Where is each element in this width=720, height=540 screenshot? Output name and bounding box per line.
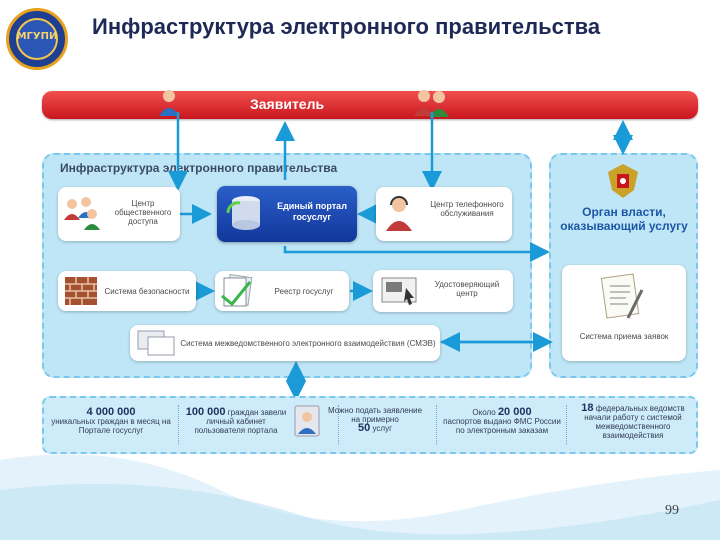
stat-text: федеральных ведомств начали работу с сис…: [584, 404, 685, 440]
university-logo: МГУПИ: [6, 8, 68, 70]
stat-suffix: услуг: [372, 424, 392, 433]
portal-label: Единый портал госуслуг: [277, 201, 347, 222]
stat-personal-accounts: 100 000 граждан завели личный кабинет по…: [184, 406, 288, 436]
stat-passports: Около 20 000 паспортов выдано ФМС России…: [442, 406, 562, 436]
monitor-icon: [137, 330, 175, 356]
public-access-center-card[interactable]: [58, 187, 180, 241]
logo-text: МГУПИ: [16, 31, 58, 42]
stats-divider: [566, 405, 567, 445]
infrastructure-title: Инфраструктура электронного правительств…: [60, 161, 338, 175]
certifying-center-label: Удостоверяющий центр: [434, 280, 500, 298]
stats-divider: [178, 405, 179, 445]
operator-icon: [386, 196, 412, 231]
stat-text: граждан завели личный кабинет пользовате…: [194, 408, 287, 435]
intake-system-label: Система приема заявок: [579, 332, 669, 341]
applicant-group-icon: [414, 90, 449, 117]
stat-number: 4 000 000: [86, 406, 136, 418]
stat-text: Можно подать заявление на примерно: [327, 406, 423, 424]
footer-swoosh: [0, 454, 720, 540]
stat-number: 50: [358, 422, 371, 434]
security-label: Система безопасности: [104, 287, 190, 296]
applicant-bar: [42, 91, 698, 119]
document-stack-icon: [221, 274, 253, 307]
database-icon: [226, 196, 260, 230]
stat-text: паспортов выдано ФМС России по электронн…: [443, 417, 561, 435]
public-access-center-label: Центр общественного доступа: [114, 199, 172, 226]
page-number: 99: [665, 503, 679, 518]
logo-emblem: [16, 18, 58, 60]
registry-label: Реестр госуслуг: [274, 287, 334, 296]
smev-card[interactable]: [130, 325, 440, 361]
applicant-person-icon: [159, 90, 179, 116]
user-icon: [294, 405, 320, 437]
stats-divider: [436, 405, 437, 445]
people-icon: [64, 197, 100, 230]
brick-wall-icon: [65, 277, 97, 305]
stat-number: 100 000: [185, 406, 226, 418]
form-icon: [600, 273, 644, 319]
certificate-icon: [381, 277, 417, 305]
stats-divider: [338, 405, 339, 445]
slide-title: Инфраструктура электронного правительств…: [92, 14, 601, 39]
applicant-label: Заявитель: [250, 96, 325, 112]
stat-number: 20 000: [497, 406, 532, 418]
stat-text: уникальных граждан в месяц на Портале го…: [51, 417, 171, 435]
arrow-portal-to-authority: [283, 242, 550, 262]
stat-agencies: 18 федеральных ведомств начали работу с …: [572, 402, 694, 441]
stat-number: 18: [581, 402, 594, 414]
stat-unique-users: 4 000 000 уникальных граждан в месяц на …: [48, 406, 174, 436]
smev-label: Система межведомственного электронного в…: [180, 339, 436, 348]
stats-panel: [42, 396, 698, 454]
coat-of-arms-icon: [608, 164, 638, 198]
phone-center-card[interactable]: [376, 187, 512, 241]
phone-center-label: Центр телефонного обслуживания: [430, 200, 504, 218]
stat-prefix: Около: [472, 408, 496, 417]
stat-services-count: Можно подать заявление на примерно 50 ус…: [324, 406, 426, 434]
authority-title: Орган власти, оказывающий услугу: [560, 205, 688, 233]
